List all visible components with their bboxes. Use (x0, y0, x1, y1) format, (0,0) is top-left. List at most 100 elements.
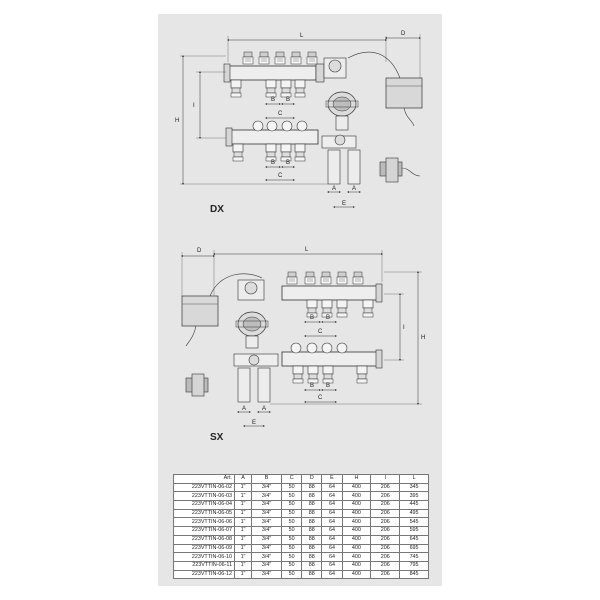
table-cell: 395 (399, 491, 429, 502)
sx-dim-i: I (403, 325, 405, 331)
header-d: D (301, 474, 323, 484)
table-cell: 64 (321, 500, 343, 510)
table-cell: 223VTTIN-06-05 (173, 508, 235, 519)
sx-dim-l: L (305, 247, 309, 253)
sx-dim-c1: C (318, 329, 323, 335)
table-cell: 400 (341, 569, 372, 580)
table-cell: 1" (233, 543, 253, 554)
table-cell: 206 (370, 500, 401, 510)
table-cell: 223VTTIN-06-11 (173, 560, 235, 571)
table-cell: 1" (233, 482, 253, 493)
dx-dim-b3: B (271, 160, 275, 166)
table-cell: 64 (321, 543, 343, 554)
table-cell: 206 (370, 482, 401, 493)
table-cell: 64 (321, 526, 343, 536)
dx-dim-a2: A (352, 186, 356, 192)
table-cell: 400 (341, 552, 372, 562)
table-cell: 64 (321, 491, 343, 502)
table-cell: 50 (281, 491, 303, 502)
table-cell: 88 (301, 569, 323, 580)
table-cell: 3/4" (251, 552, 283, 562)
table-cell: 88 (301, 560, 323, 571)
table-cell: 3/4" (251, 560, 283, 571)
table-cell: 88 (301, 491, 323, 502)
table-cell: 695 (399, 543, 429, 554)
table-cell: 64 (321, 560, 343, 571)
header-e: E (321, 474, 343, 484)
table-cell: 400 (341, 526, 372, 536)
sx-labels: L D H I B B C B B C A A E SX (197, 247, 425, 443)
sx-dim-b1: B (310, 315, 314, 321)
table-cell: 88 (301, 543, 323, 554)
table-cell: 223VTTIN-06-04 (173, 500, 235, 510)
table-cell: 795 (399, 560, 429, 571)
table-cell: 1" (233, 491, 253, 502)
header-h: H (341, 474, 372, 484)
table-cell: 88 (301, 517, 323, 528)
dx-labels: L D H I B B C B B C A A E DX (175, 31, 406, 215)
table-cell: 206 (370, 491, 401, 502)
table-cell: 88 (301, 534, 323, 545)
header-c: C (281, 474, 303, 484)
table-cell: 50 (281, 500, 303, 510)
table-cell: 88 (301, 552, 323, 562)
dx-dim-i: I (193, 103, 195, 109)
table-cell: 223VTTIN-06-08 (173, 534, 235, 545)
table-cell: 495 (399, 508, 429, 519)
sx-dim-h: H (421, 335, 425, 341)
table-cell: 1" (233, 569, 253, 580)
sx-dim-b3: B (310, 383, 314, 389)
dx-dim-h: H (175, 118, 179, 124)
dx-dim-b1: B (271, 97, 275, 103)
table-cell: 3/4" (251, 543, 283, 554)
table-cell: 3/4" (251, 508, 283, 519)
table-cell: 400 (341, 534, 372, 545)
dx-dim-b4: B (286, 160, 290, 166)
table-cell: 88 (301, 508, 323, 519)
table-cell: 64 (321, 508, 343, 519)
table-cell: 745 (399, 552, 429, 562)
table-cell: 64 (321, 569, 343, 580)
table-cell: 3/4" (251, 517, 283, 528)
table-cell: 3/4" (251, 569, 283, 580)
table-cell: 400 (341, 482, 372, 493)
table-cell: 845 (399, 569, 429, 580)
table-cell: 400 (341, 500, 372, 510)
sx-title: SX (210, 432, 224, 443)
sx-view (181, 250, 422, 427)
table-cell: 50 (281, 569, 303, 580)
sx-dim-a2: A (262, 406, 266, 412)
table-cell: 400 (341, 491, 372, 502)
table-cell: 400 (341, 543, 372, 554)
table-cell: 223VTTIN-06-09 (173, 543, 235, 554)
table-cell: 400 (341, 560, 372, 571)
table-cell: 206 (370, 569, 401, 580)
header-art: Art. (173, 474, 235, 484)
table-cell: 223VTTIN-06-07 (173, 526, 235, 536)
table-cell: 545 (399, 517, 429, 528)
table-cell: 88 (301, 526, 323, 536)
table-cell: 206 (370, 508, 401, 519)
table-cell: 345 (399, 482, 429, 493)
table-cell: 1" (233, 560, 253, 571)
table-cell: 64 (321, 517, 343, 528)
table-cell: 400 (341, 508, 372, 519)
dx-view (180, 34, 423, 208)
dx-dim-l: L (300, 33, 304, 39)
table-cell: 3/4" (251, 491, 283, 502)
dx-dim-c2: C (278, 173, 283, 179)
table-cell: 3/4" (251, 534, 283, 545)
dx-dim-b2: B (286, 97, 290, 103)
table-cell: 206 (370, 560, 401, 571)
